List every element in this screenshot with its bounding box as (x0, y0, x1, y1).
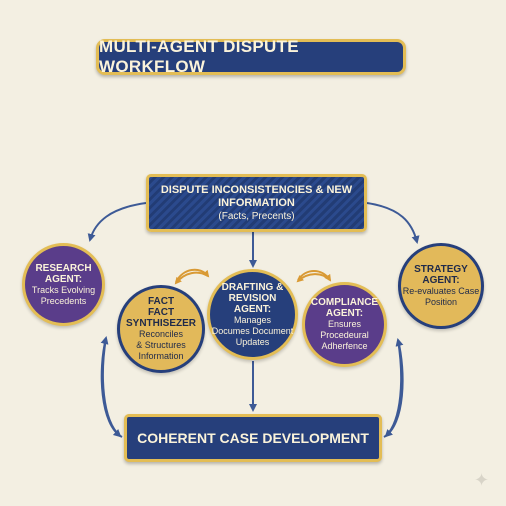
fact-agent-name-1: FACT (147, 296, 175, 307)
exchange-drafting-compliance-2 (296, 273, 331, 283)
fact-agent-desc-3: Information (138, 351, 184, 361)
page-title: MULTI-AGENT DISPUTE WORKFLOW (96, 37, 406, 76)
exchange-fact-drafting-1 (175, 268, 210, 283)
fact-agent-name-2: FACT SYNTHISEZER (125, 307, 196, 329)
dispute-input-line2: INFORMATION (218, 196, 295, 209)
compliance-agent-desc-2: Adherfence (321, 341, 368, 351)
fact-synthesizer-node: FACT FACT SYNTHISEZER Reconciles & Struc… (117, 285, 205, 373)
arrow-research-to-bottom (102, 337, 122, 438)
research-agent-desc-2: Precedents (40, 295, 87, 306)
arrow-top-to-strategy (366, 202, 420, 244)
strategy-agent-name-1: STRATEGY (414, 264, 468, 275)
arrow-strategy-to-bottom (384, 339, 403, 438)
case-development-box: COHERENT CASE DEVELOPMENT (124, 414, 382, 462)
dispute-input-line3: (Facts, Precents) (218, 210, 295, 222)
dispute-input-box: DISPUTE INCONSISTENCIES & NEW INFORMATIO… (146, 174, 367, 232)
exchange-fact-drafting-2 (174, 271, 209, 285)
research-agent-name-2: AGENT: (44, 273, 83, 285)
compliance-agent-name-2: AGENT: (325, 308, 364, 319)
drafting-agent-desc-1: Manages (233, 314, 272, 325)
research-agent-name-1: RESEARCH (35, 262, 92, 274)
compliance-agent-desc-1: Ensures Procedeural (320, 319, 369, 340)
drafting-agent-desc-3: Updates (235, 336, 270, 347)
strategy-agent-desc-2: Position (424, 297, 458, 307)
fact-agent-desc-1: Reconciles (138, 329, 184, 339)
research-agent-node: RESEARCH AGENT: Tracks Evolving Preceden… (22, 243, 105, 326)
compliance-agent-name-1: COMPLIANCE (310, 297, 379, 308)
strategy-agent-node: STRATEGY AGENT: Re-evaluates Case Positi… (398, 243, 484, 329)
arrow-top-to-research (87, 202, 147, 242)
compliance-agent-node: COMPLIANCE AGENT: Ensures Procedeural Ad… (302, 282, 387, 367)
drafting-agent-name-1: DRAFTING & REVISION (221, 281, 284, 304)
strategy-agent-desc-1: Re-evaluates Case (402, 286, 480, 296)
drafting-agent-desc-2: Documes Document (211, 325, 294, 336)
fact-agent-desc-2: & Structures (136, 340, 186, 350)
research-agent-desc-1: Tracks Evolving (31, 284, 96, 295)
drafting-agent-node: DRAFTING & REVISION AGENT: Manages Docum… (207, 269, 298, 360)
dispute-input-line1: DISPUTE INCONSISTENCIES & NEW (160, 183, 353, 196)
sparkle-icon: ✦ (474, 470, 490, 490)
drafting-agent-name-2: AGENT: (233, 303, 272, 315)
strategy-agent-name-2: AGENT: (422, 275, 460, 286)
